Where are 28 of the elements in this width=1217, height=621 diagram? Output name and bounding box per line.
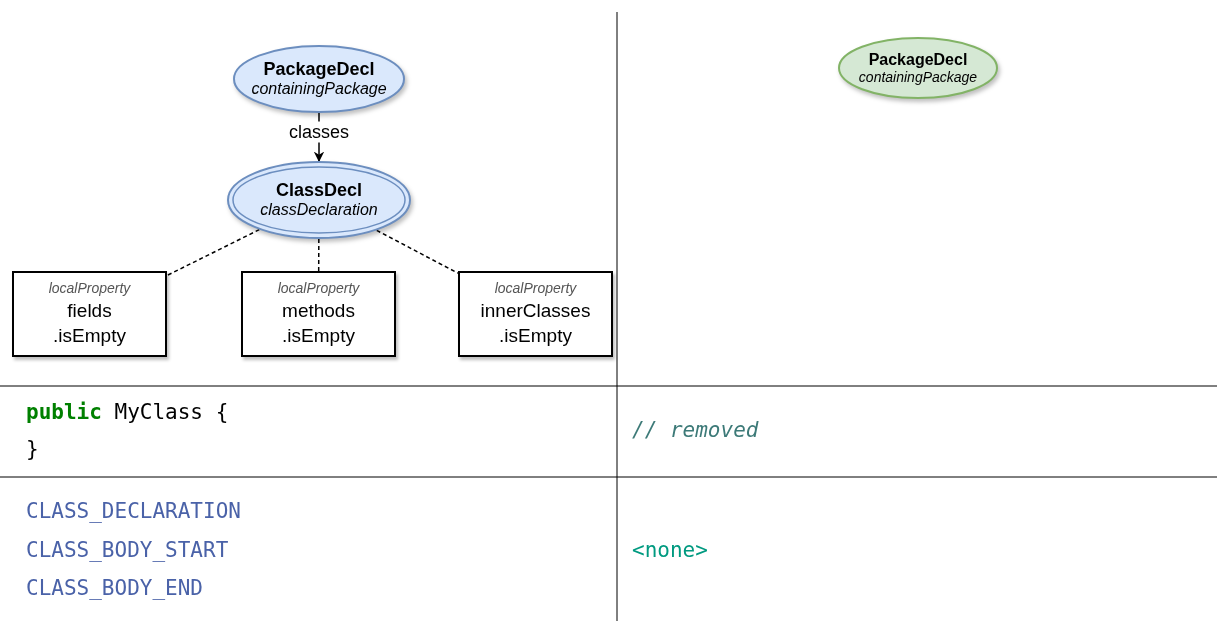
token-name: CLASS_BODY_END — [26, 576, 203, 600]
code-line: } — [26, 437, 39, 461]
code-line: // removed — [632, 418, 759, 442]
ellipse-node — [233, 45, 405, 113]
node-subtitle: fields .isEmpty — [53, 298, 126, 348]
connector-line — [317, 238, 320, 272]
property-box — [12, 271, 167, 357]
node-subtitle: innerClasses .isEmpty — [480, 298, 591, 348]
edge-label: classes — [287, 121, 351, 143]
node-title: localProperty — [277, 279, 360, 296]
node-subtitle: classDeclaration — [260, 201, 378, 220]
property-box — [458, 271, 613, 357]
node-title: localProperty — [48, 279, 131, 296]
node-subtitle: containingPackage — [858, 69, 978, 86]
node-title: PackageDecl — [868, 50, 968, 70]
property-box — [241, 271, 396, 357]
token-name: CLASS_BODY_START — [26, 538, 229, 562]
node-title: PackageDecl — [263, 59, 375, 81]
node-subtitle: containingPackage — [251, 80, 387, 99]
node-title: ClassDecl — [275, 180, 363, 202]
double-ellipse-node — [227, 161, 411, 239]
token-name: <none> — [632, 538, 708, 562]
node-title: localProperty — [494, 279, 577, 296]
connector-line — [166, 228, 261, 277]
node-subtitle: methods .isEmpty — [282, 298, 355, 348]
code-line: public MyClass { — [26, 400, 229, 424]
token-name: CLASS_DECLARATION — [26, 499, 241, 523]
ellipse-node — [838, 37, 998, 99]
